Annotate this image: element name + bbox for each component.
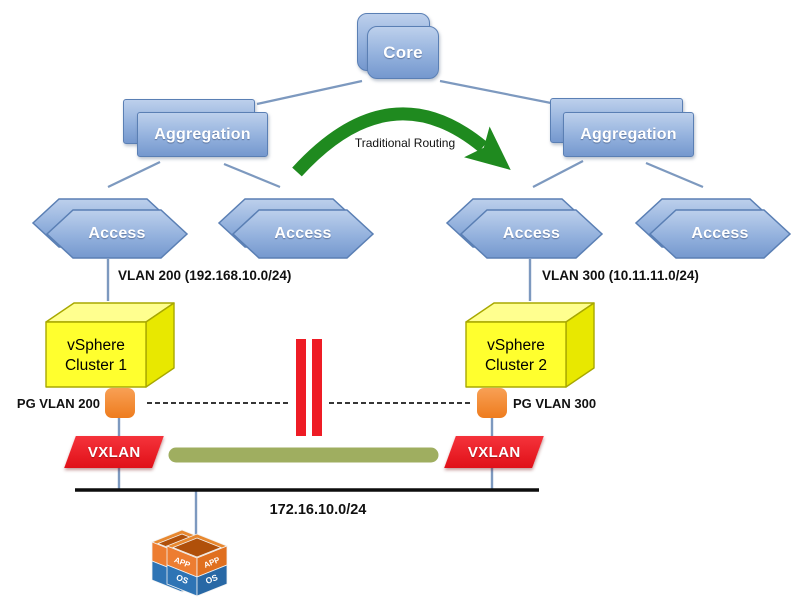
vsphere-cluster-1-cube — [45, 302, 175, 388]
core-label: Core — [383, 42, 423, 62]
pg-port-right — [477, 388, 507, 418]
vlan-left-label: VLAN 200 (192.168.10.0/24) — [118, 268, 292, 283]
traditional-routing-label: Traditional Routing — [354, 136, 456, 150]
vsphere-cluster-2-label: vSphere Cluster 2 — [484, 336, 548, 374]
pg-port-left — [105, 388, 135, 418]
access-left-1-label: Access — [88, 225, 146, 242]
vsphere-cluster-2-cube — [465, 302, 595, 388]
vm-cube-icon: APP OS APP OS — [150, 529, 229, 597]
aggregation-right-node — [563, 112, 694, 157]
pg-vlan-left-label: PG VLAN 200 — [16, 396, 100, 411]
vm-os-label-right: OS — [204, 572, 219, 586]
access-right-2-label: Access — [691, 225, 749, 242]
vlan-right-label: VLAN 300 (10.11.11.0/24) — [542, 268, 699, 283]
core-node — [367, 26, 439, 79]
aggregation-left-label: Aggregation — [154, 125, 251, 143]
vm-os-label-left: OS — [175, 572, 190, 586]
vxlan-left-badge: VXLAN — [64, 436, 164, 468]
traditional-routing-arrow — [292, 107, 511, 177]
vsphere-cluster-1-label: vSphere Cluster 1 — [64, 336, 128, 374]
boundary-bars — [296, 339, 322, 436]
vxlan-subnet-label: 172.16.10.0/24 — [269, 502, 367, 518]
tree-connector-lines — [107, 79, 704, 189]
access-right-1-label: Access — [502, 225, 561, 242]
access-hexagons — [31, 198, 792, 259]
aggregation-left-node — [137, 112, 268, 157]
access-left-2-label: Access — [274, 225, 332, 242]
aggregation-right-label: Aggregation — [580, 125, 677, 143]
pg-vlan-right-label: PG VLAN 300 — [513, 396, 597, 411]
vxlan-right-badge: VXLAN — [444, 436, 544, 468]
